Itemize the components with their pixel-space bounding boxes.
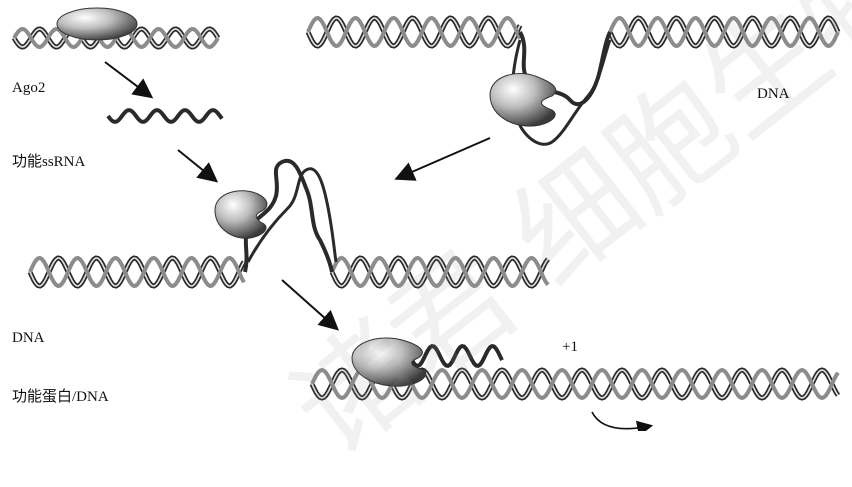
label-ago2: Ago2: [12, 80, 45, 97]
label-plus-one: +1: [562, 339, 578, 356]
label-dna-top-right: DNA: [757, 86, 790, 103]
label-dna-left: DNA: [12, 330, 45, 347]
arrow-duplex-to-ssrna: [105, 62, 150, 96]
functional-ssrna-strand: [108, 110, 222, 122]
diagram-canvas: [0, 0, 852, 431]
arrow-middle-to-bottom: [282, 280, 336, 328]
ssrna-strand: [108, 110, 222, 122]
arrow-top-to-middle: [398, 138, 490, 178]
middle-dna-helix: [30, 161, 548, 286]
arrow-ssrna-to-complex: [178, 150, 215, 180]
bottom-rna-hybrid: [410, 346, 502, 366]
top-dna-helix: [308, 18, 838, 144]
ago2-protein-icon: [57, 8, 137, 40]
ago2-dna-mechanism-diagram: 诸君 细胞生物 Ago2 功能ssRNA DNA DNA 功能蛋白/DNA +1: [0, 0, 852, 431]
ago2-complex-middle-icon: [215, 191, 267, 239]
ago2-complex-top-icon: [490, 73, 556, 126]
label-functional-ssrna: 功能ssRNA: [12, 150, 85, 171]
transcription-arrow: [592, 412, 650, 429]
label-functional-protein-dna: 功能蛋白/DNA: [12, 385, 109, 406]
